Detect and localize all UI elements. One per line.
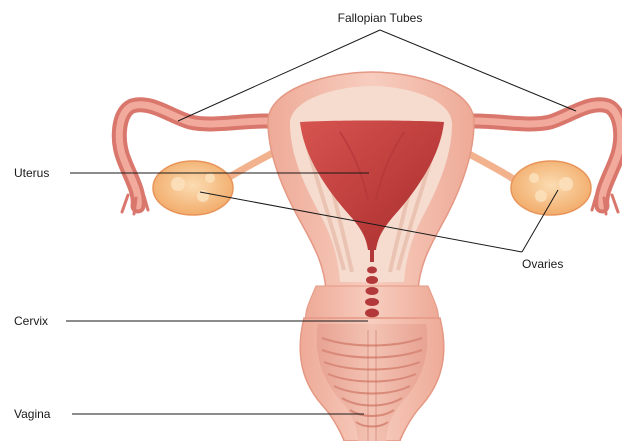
label-ovaries: Ovaries <box>522 257 563 271</box>
label-fallopian-tubes: Fallopian Tubes <box>338 11 423 25</box>
ovary-left <box>153 161 233 215</box>
label-vagina: Vagina <box>14 407 51 421</box>
label-cervix: Cervix <box>14 314 48 328</box>
vagina <box>300 318 444 441</box>
uterus <box>268 72 474 290</box>
label-uterus: Uterus <box>14 166 49 180</box>
ovary-right <box>511 161 591 215</box>
